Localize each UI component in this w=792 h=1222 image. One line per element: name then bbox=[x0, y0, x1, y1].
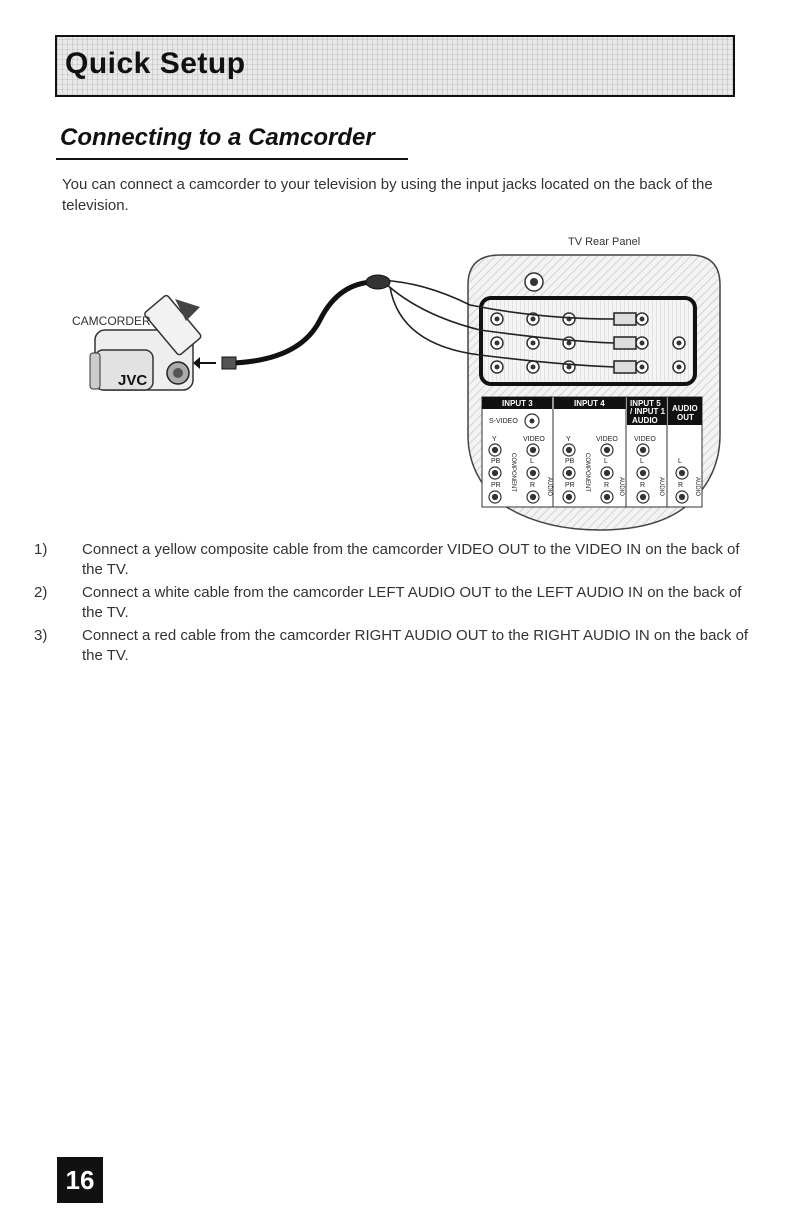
step-item: 1) Connect a yellow composite cable from… bbox=[34, 540, 754, 580]
section-title: Connecting to a Camcorder bbox=[60, 124, 375, 151]
page-number: 16 bbox=[57, 1157, 103, 1203]
intro-paragraph: You can connect a camcorder to your tele… bbox=[62, 176, 713, 214]
video-label-3: VIDEO bbox=[523, 436, 545, 443]
l-label-4: L bbox=[604, 458, 608, 465]
input-block-jacks bbox=[488, 443, 689, 504]
step-text: Connect a red cable from the camcorder R… bbox=[82, 627, 749, 664]
arrow-icon bbox=[193, 357, 216, 369]
pb-label-4: PB bbox=[565, 458, 575, 465]
plug-middle bbox=[613, 336, 637, 350]
plug-bottom bbox=[613, 360, 637, 374]
input4-header bbox=[554, 397, 626, 409]
step-text: Connect a white cable from the camcorder… bbox=[82, 584, 742, 621]
plug-top bbox=[613, 312, 637, 326]
av-cables bbox=[372, 279, 615, 368]
l-label-out: L bbox=[678, 458, 682, 465]
header-title: Quick Setup bbox=[65, 47, 246, 80]
camcorder-label: CAMCORDER bbox=[72, 314, 151, 328]
audio-out-label-2: OUT bbox=[677, 413, 694, 422]
step-number: 3) bbox=[34, 627, 48, 644]
cable-plug-camcorder bbox=[221, 356, 237, 370]
input3-label: INPUT 3 bbox=[502, 399, 533, 408]
l-label-3: L bbox=[530, 458, 534, 465]
audio-label-5: AUDIO bbox=[658, 477, 664, 496]
tv-rear-panel-label: TV Rear Panel bbox=[568, 236, 640, 248]
audio-label-3: AUDIO bbox=[546, 477, 552, 496]
r-label-out: R bbox=[678, 482, 683, 489]
component-label-3: COMPONENT bbox=[510, 453, 516, 492]
step-item: 3) Connect a red cable from the camcorde… bbox=[34, 626, 754, 666]
audio-out-label-1: AUDIO bbox=[672, 404, 698, 413]
r-label-4: R bbox=[604, 482, 609, 489]
header-bar: Quick Setup bbox=[55, 35, 735, 97]
section-rule bbox=[56, 158, 408, 160]
step-item: 2) Connect a white cable from the camcor… bbox=[34, 583, 754, 623]
l-label-5: L bbox=[640, 458, 644, 465]
component-label-4: COMPONENT bbox=[584, 453, 590, 492]
y-label-3: Y bbox=[492, 436, 497, 443]
input5-label-1: INPUT 5 bbox=[630, 399, 661, 408]
audio-out-header bbox=[668, 397, 702, 425]
step-number: 1) bbox=[34, 541, 48, 558]
video-label-5: VIDEO bbox=[634, 436, 656, 443]
jack-row-2 bbox=[490, 336, 686, 350]
input5-header bbox=[627, 397, 667, 425]
cable-splitter bbox=[365, 274, 391, 290]
input5-label-2: / INPUT 1 bbox=[630, 407, 666, 416]
r-label-3: R bbox=[530, 482, 535, 489]
svideo-label: S-VIDEO bbox=[489, 418, 518, 425]
pr-label-3: PR bbox=[491, 482, 501, 489]
audio-label-out: AUDIO bbox=[694, 477, 700, 496]
input5-audio-label: AUDIO bbox=[632, 416, 658, 425]
audio-label-4: AUDIO bbox=[618, 477, 624, 496]
input4-label: INPUT 4 bbox=[574, 399, 605, 408]
pr-label-4: PR bbox=[565, 482, 575, 489]
main-cable bbox=[232, 279, 381, 366]
r-label-5: R bbox=[640, 482, 645, 489]
input3-header bbox=[482, 397, 552, 409]
camcorder-illustration bbox=[89, 294, 202, 391]
camcorder-brand: JVC bbox=[118, 372, 147, 389]
steps-list: 1) Connect a yellow composite cable from… bbox=[34, 540, 754, 669]
y-label-4: Y bbox=[566, 436, 571, 443]
pb-label-3: PB bbox=[491, 458, 501, 465]
connection-diagram: TV Rear Panel bbox=[72, 236, 721, 531]
step-text: Connect a yellow composite cable from th… bbox=[82, 541, 740, 578]
video-label-4: VIDEO bbox=[596, 436, 618, 443]
step-number: 2) bbox=[34, 584, 48, 601]
